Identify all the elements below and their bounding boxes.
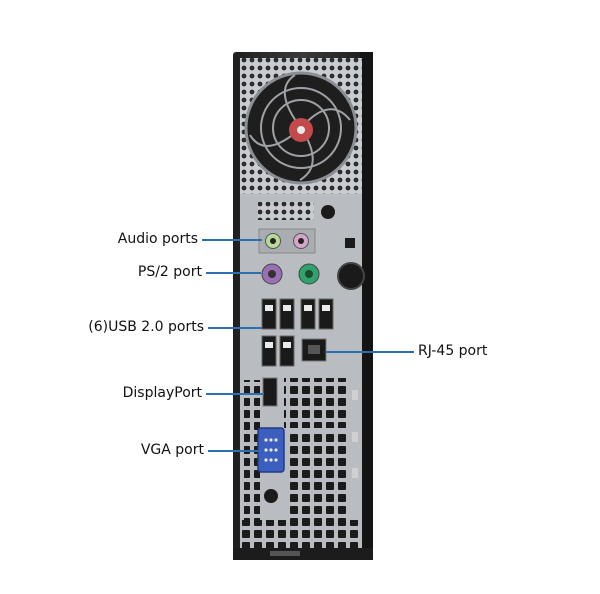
screw-icon xyxy=(321,205,335,219)
screw-icon xyxy=(264,489,278,503)
ps2-port-leader-line xyxy=(206,272,261,274)
vga-port-leader-line xyxy=(208,450,260,452)
usb-port-group xyxy=(261,298,334,367)
usb-port-icon xyxy=(279,298,295,330)
usb-ports-label: (6)USB 2.0 ports xyxy=(88,319,204,335)
usb-port-icon xyxy=(318,298,334,330)
chassis-side-edge xyxy=(360,52,373,560)
displayport-label: DisplayPort xyxy=(122,385,202,401)
usb-port-icon xyxy=(279,335,295,367)
ps2-port-label: PS/2 port xyxy=(137,264,202,280)
displayport-icon xyxy=(262,377,278,407)
rj45-port-label: RJ-45 port xyxy=(418,343,488,359)
usb-port-icon xyxy=(261,335,277,367)
usb-port-icon xyxy=(261,298,277,330)
usb-port-icon xyxy=(300,298,316,330)
vent-holes xyxy=(284,378,350,428)
displayport-leader-line xyxy=(206,393,264,395)
usb-ports-leader-line xyxy=(208,327,262,329)
audio-ports-label: Audio ports xyxy=(117,231,198,247)
audio-ports-leader-line xyxy=(202,239,262,241)
thumbscrew-icon xyxy=(337,262,365,290)
vga-port-label: VGA port xyxy=(140,442,204,458)
rj45-port-leader-line xyxy=(326,351,414,353)
